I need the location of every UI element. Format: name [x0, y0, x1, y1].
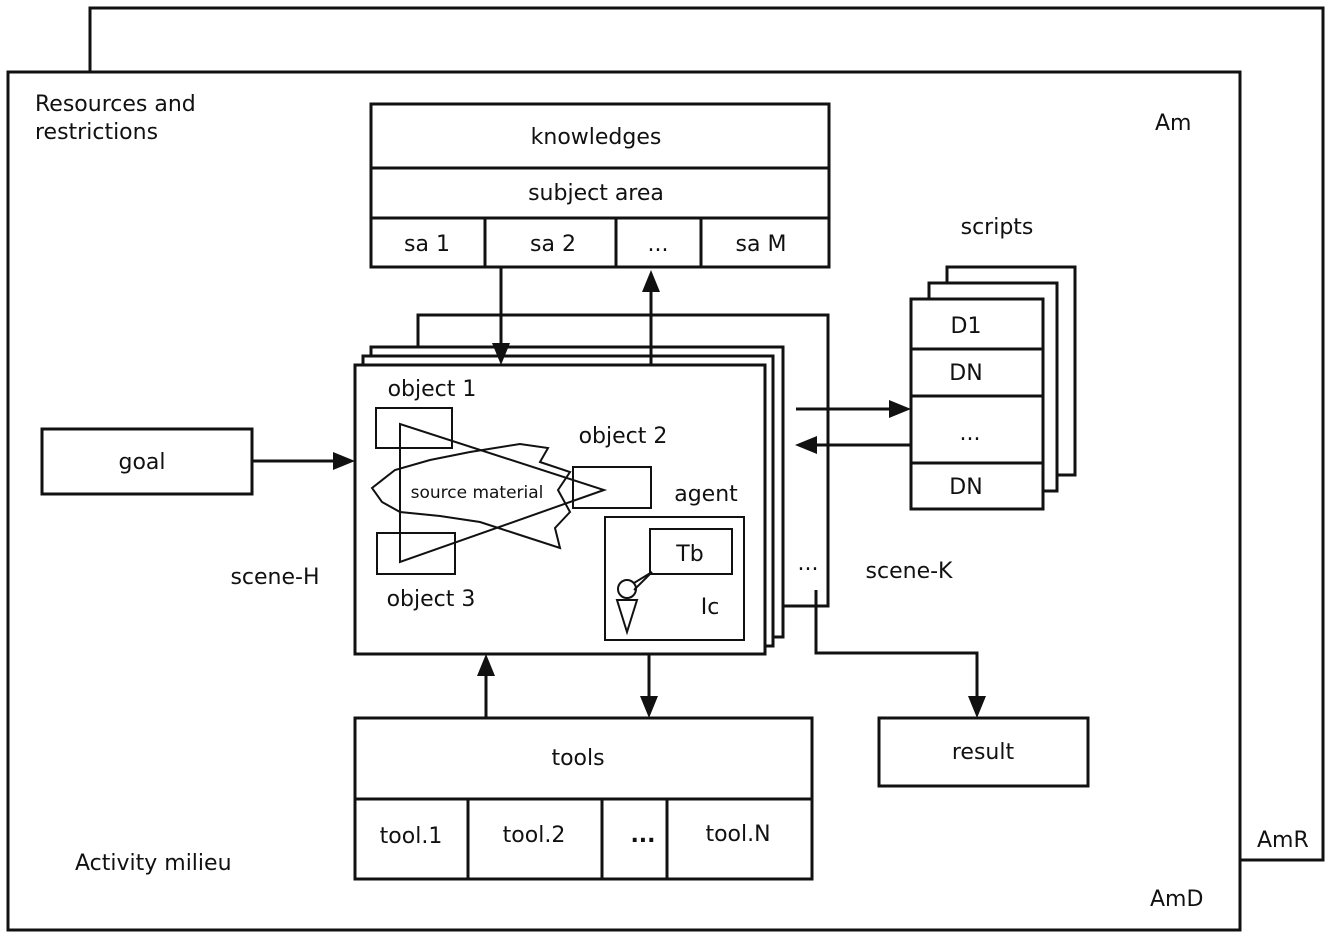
tool-item-1: tool.1 — [380, 824, 443, 849]
activity-milieu-label: Activity milieu — [75, 851, 232, 876]
script-item-ellipsis: ... — [960, 421, 981, 446]
knowledges-block: knowledges subject area sa 1 sa 2 ... sa… — [369, 102, 831, 269]
result-box — [877, 716, 1090, 788]
tool-item-2: tool.2 — [503, 823, 566, 848]
knowledges-label: knowledges — [531, 125, 662, 150]
object1-box — [375, 407, 453, 449]
script-sheet-front — [909, 297, 1045, 511]
resources-label-line2: restrictions — [35, 120, 158, 145]
tools-label: tools — [551, 746, 604, 771]
tool-item-n: tool.N — [705, 822, 770, 847]
goal-to-scene-arrowhead — [333, 452, 355, 470]
script-item-d1: D1 — [951, 314, 982, 339]
sa-item-ellipsis: ... — [648, 232, 669, 257]
sa-item-m: sa M — [736, 232, 787, 257]
source-material-shape — [370, 442, 572, 550]
am-label: Am — [1155, 111, 1191, 136]
source-material-label: source material — [411, 483, 544, 503]
object2-box — [572, 466, 652, 509]
script-item-dn-2: DN — [949, 475, 982, 500]
amd-label: AmD — [1150, 887, 1203, 912]
scene-to-knowledges-arrowhead — [642, 270, 660, 292]
sa-item-1: sa 1 — [404, 232, 450, 257]
scene-content: object 1 object 2 object 3 source materi… — [370, 377, 745, 641]
knowledges-frame — [369, 102, 831, 269]
resources-label-line1: Resources and — [35, 92, 196, 117]
script-item-dn-1: DN — [949, 361, 982, 386]
amr-label: AmR — [1257, 828, 1309, 853]
transform-triangle — [399, 422, 608, 564]
tools-block: tools tool.1 tool.2 ... tool.N — [353, 716, 814, 881]
scripts-label: scripts — [961, 215, 1034, 240]
scene-k-label: scene-K — [866, 559, 954, 584]
scripts-to-scene-arrowhead — [795, 436, 817, 454]
scene-k-sheet-outline — [416, 313, 830, 608]
scene-to-scripts-arrowhead — [889, 400, 911, 418]
tb-box — [649, 528, 733, 575]
goal-label: goal — [118, 450, 165, 475]
tb-label: Tb — [675, 542, 703, 567]
tool-item-ellipsis: ... — [630, 823, 655, 848]
tools-to-scene-arrowhead — [477, 654, 495, 676]
scene-dots-label: ... — [798, 551, 819, 576]
sa-item-2: sa 2 — [530, 232, 576, 257]
subject-area-label: subject area — [528, 181, 664, 206]
object1-label: object 1 — [388, 377, 477, 402]
object3-label: object 3 — [387, 587, 476, 612]
scene-to-result-arrowhead — [968, 696, 986, 718]
scene-to-result-arrow-line — [814, 590, 979, 697]
scene-to-tools-arrowhead — [640, 696, 658, 718]
scene-h-label: scene-H — [230, 565, 319, 590]
goal-box — [40, 427, 254, 496]
scripts-stack: scripts D1 DN ... DN — [909, 215, 1077, 511]
result-label: result — [952, 740, 1015, 765]
ic-label: Ic — [701, 595, 720, 620]
object3-box — [376, 532, 456, 575]
agent-label: agent — [674, 482, 738, 507]
knowledges-to-scene-arrowhead — [492, 343, 510, 365]
agent-body-icon — [615, 599, 639, 636]
connector-arrows — [252, 267, 986, 718]
object2-label: object 2 — [579, 424, 668, 449]
